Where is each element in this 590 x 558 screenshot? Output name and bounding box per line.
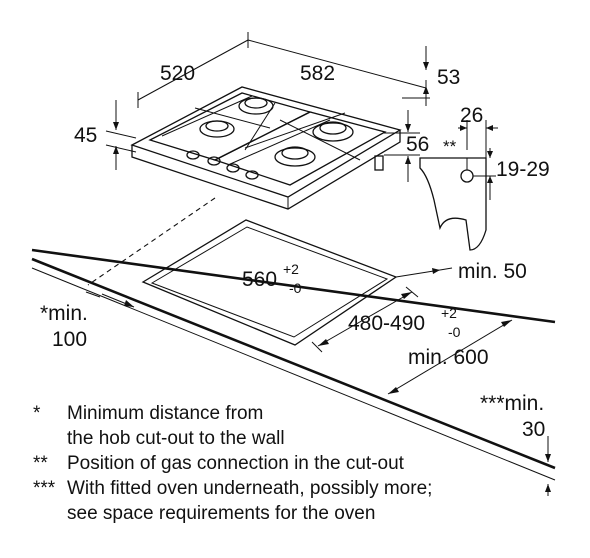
dimension-56 xyxy=(384,110,420,182)
gas-connection-detail xyxy=(419,120,498,251)
dimension-26-label: 26 xyxy=(460,104,483,127)
cutout-depth-tol-plus: +2 xyxy=(441,305,457,321)
legend-line-1b: the hob cut-out to the wall xyxy=(67,428,285,449)
oven-min-label: ***min. xyxy=(480,392,544,415)
cutout-width-tol-minus: -0 xyxy=(289,280,302,296)
gas-connection-marker: ** xyxy=(443,137,457,156)
dimension-45-label: 45 xyxy=(74,124,97,147)
cutout-width-tol-plus: +2 xyxy=(283,261,299,277)
legend-symbol-1: * xyxy=(33,403,41,424)
min-600-label: min. 600 xyxy=(408,346,489,369)
wall-min-value: 100 xyxy=(52,328,87,351)
dimension-582-label: 582 xyxy=(300,62,335,85)
dimension-53-label: 53 xyxy=(437,66,460,89)
cutout-depth-label: 480-490 xyxy=(348,312,425,335)
legend-symbol-2: ** xyxy=(33,453,48,474)
legend-line-3a: With fitted oven underneath, possibly mo… xyxy=(67,478,432,499)
dimension-min-50 xyxy=(395,267,453,278)
min-50-label: min. 50 xyxy=(458,260,527,283)
dimension-wall-distance xyxy=(85,291,135,308)
legend-line-3b: see space requirements for the oven xyxy=(67,503,375,524)
hob xyxy=(130,86,402,210)
dimension-oven-distance xyxy=(545,436,551,496)
cutout-width-label: 560 xyxy=(242,268,277,291)
dimension-53 xyxy=(402,46,430,106)
oven-min-value: 30 xyxy=(522,418,545,441)
dimension-520-label: 520 xyxy=(160,62,195,85)
dimension-56-label: 56 xyxy=(406,133,429,156)
legend: * Minimum distance from the hob cut-out … xyxy=(33,403,432,524)
legend-line-2: Position of gas connection in the cut-ou… xyxy=(67,453,405,474)
legend-symbol-3: *** xyxy=(33,478,56,499)
wall-min-label: *min. xyxy=(40,302,88,325)
worktop xyxy=(31,248,556,481)
projection-line xyxy=(87,197,216,286)
cutout-depth-tol-minus: -0 xyxy=(448,324,461,340)
legend-line-1a: Minimum distance from xyxy=(67,403,263,424)
dimension-19-29-label: 19-29 xyxy=(496,158,550,181)
dimension-min-600 xyxy=(387,319,513,395)
dimension-582 xyxy=(247,39,427,96)
dimension-cutout-depth xyxy=(311,286,419,353)
dimension-45 xyxy=(105,100,137,170)
